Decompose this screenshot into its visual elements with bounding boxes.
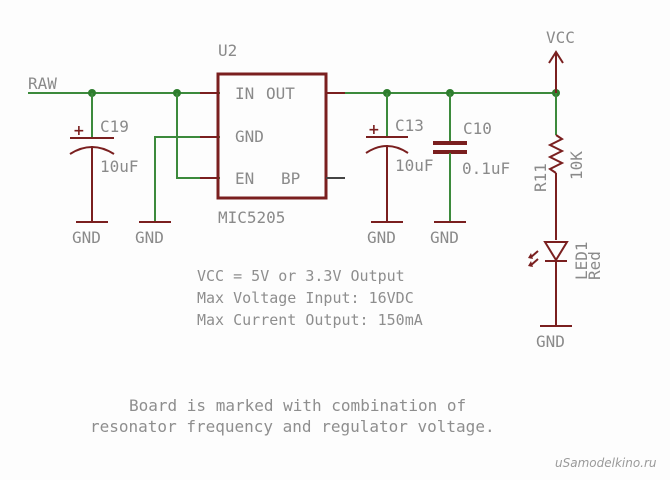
regulator-u2: U2 IN OUT GND EN BP MIC5205 xyxy=(200,41,345,227)
note-line: Max Current Output: 150mA xyxy=(197,311,423,329)
gnd-label: GND xyxy=(135,228,164,247)
note-line: Max Voltage Input: 16VDC xyxy=(197,289,414,307)
resistor-r11: R11 10K xyxy=(531,93,586,240)
c13-value: 10uF xyxy=(395,156,434,175)
c19-ref: C19 xyxy=(100,117,129,136)
u2-ref: U2 xyxy=(218,41,237,60)
diode-triangle xyxy=(543,241,569,262)
raw-net: RAW xyxy=(28,74,220,179)
light-emission-icon xyxy=(528,250,539,267)
capacitor-c13: + C13 10uF GND xyxy=(365,93,434,247)
capacitor-c19: + C19 10uF GND xyxy=(69,93,139,247)
capacitor-c10: C10 0.1uF GND xyxy=(430,93,510,247)
vcc-arrow-icon xyxy=(548,50,564,64)
raw-label: RAW xyxy=(28,74,57,93)
vcc-net: VCC xyxy=(345,28,575,97)
gnd-label: GND xyxy=(430,228,459,247)
pin-en: EN xyxy=(235,169,254,188)
polarity-plus-icon: + xyxy=(368,122,380,138)
gnd-label: GND xyxy=(536,332,565,351)
c13-ref: C13 xyxy=(395,116,424,135)
resistor-zigzag xyxy=(547,134,565,174)
pin-out: OUT xyxy=(266,84,295,103)
pin-bp: BP xyxy=(281,169,300,188)
r11-ref: R11 xyxy=(531,163,550,192)
caption: Board is marked with combination of reso… xyxy=(90,396,495,436)
note-line: VCC = 5V or 3.3V Output xyxy=(197,267,405,285)
polarity-plus-icon: + xyxy=(73,123,85,139)
pin-gnd: GND xyxy=(235,127,264,146)
led1-ref: LED1 xyxy=(572,241,591,280)
gnd-label: GND xyxy=(72,228,101,247)
pin-in: IN xyxy=(235,84,254,103)
spec-notes: VCC = 5V or 3.3V Output Max Voltage Inpu… xyxy=(197,267,423,329)
led1-value: Red xyxy=(585,251,604,280)
c19-value: 10uF xyxy=(100,157,139,176)
c10-ref: C10 xyxy=(463,119,492,138)
led-led1: LED1 Red GND xyxy=(528,241,604,351)
u2-part: MIC5205 xyxy=(218,208,285,227)
regulator-gnd-net: GND xyxy=(135,136,220,247)
gnd-label: GND xyxy=(367,228,396,247)
r11-value: 10K xyxy=(567,151,586,180)
caption-line: Board is marked with combination of xyxy=(129,396,466,415)
watermark: uSamodelkino.ru xyxy=(555,456,657,470)
c10-value: 0.1uF xyxy=(462,159,510,178)
vcc-label: VCC xyxy=(546,28,575,47)
caption-line: resonator frequency and regulator voltag… xyxy=(90,417,495,436)
en-wire xyxy=(176,93,220,179)
